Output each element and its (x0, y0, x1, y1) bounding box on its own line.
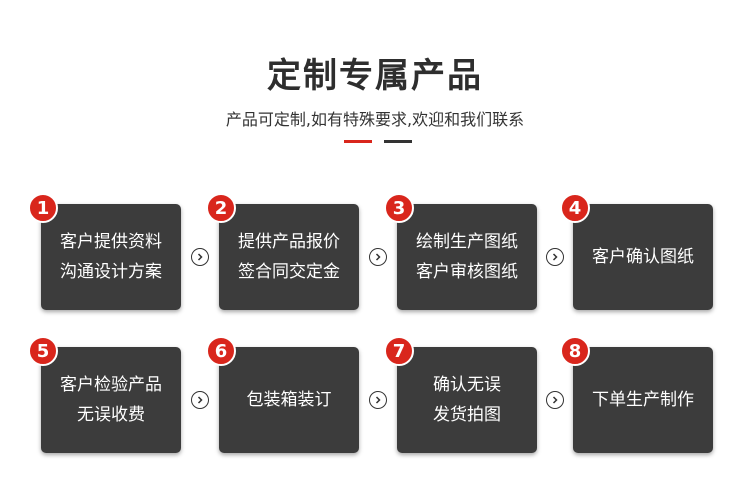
page-subtitle: 产品可定制,如有特殊要求,欢迎和我们联系 (225, 110, 525, 129)
step-card-3: 绘制生产图纸 客户审核图纸 (397, 204, 537, 310)
step-4-line-1: 客户确认图纸 (592, 247, 694, 267)
chevron-right-circle-icon (546, 248, 564, 266)
step-card-6: 包装箱装订 (219, 347, 359, 453)
step-badge-5: 5 (28, 336, 58, 366)
chevron-right-circle-icon (191, 248, 209, 266)
page-title: 定制专属产品 (267, 56, 483, 96)
divider-dark (384, 140, 412, 143)
step-badge-3: 3 (384, 193, 414, 223)
step-1-line-2: 沟通设计方案 (60, 262, 162, 282)
step-2-line-1: 提供产品报价 (238, 232, 340, 252)
step-6-line-1: 包装箱装订 (246, 390, 332, 410)
step-badge-4: 4 (560, 193, 590, 223)
step-3-line-2: 客户审核图纸 (416, 262, 518, 282)
step-card-2: 提供产品报价 签合同交定金 (219, 204, 359, 310)
step-card-4: 客户确认图纸 (573, 204, 713, 310)
divider-red (344, 140, 372, 143)
step-1-line-1: 客户提供资料 (60, 232, 162, 252)
step-2-line-2: 签合同交定金 (238, 262, 340, 282)
step-3-line-1: 绘制生产图纸 (416, 232, 518, 252)
step-card-8: 下单生产制作 (573, 347, 713, 453)
step-card-5: 客户检验产品 无误收费 (41, 347, 181, 453)
step-7-line-2: 发货拍图 (433, 405, 501, 425)
chevron-right-circle-icon (191, 391, 209, 409)
step-badge-6: 6 (206, 336, 236, 366)
step-card-1: 客户提供资料 沟通设计方案 (41, 204, 181, 310)
chevron-right-circle-icon (546, 391, 564, 409)
step-7-line-1: 确认无误 (433, 375, 501, 395)
step-badge-8: 8 (560, 336, 590, 366)
chevron-right-circle-icon (369, 391, 387, 409)
step-5-line-1: 客户检验产品 (60, 375, 162, 395)
step-card-7: 确认无误 发货拍图 (397, 347, 537, 453)
chevron-right-circle-icon (369, 248, 387, 266)
step-5-line-2: 无误收费 (77, 405, 145, 425)
step-badge-1: 1 (28, 193, 58, 223)
step-badge-7: 7 (384, 336, 414, 366)
step-badge-2: 2 (206, 193, 236, 223)
step-8-line-1: 下单生产制作 (592, 390, 694, 410)
